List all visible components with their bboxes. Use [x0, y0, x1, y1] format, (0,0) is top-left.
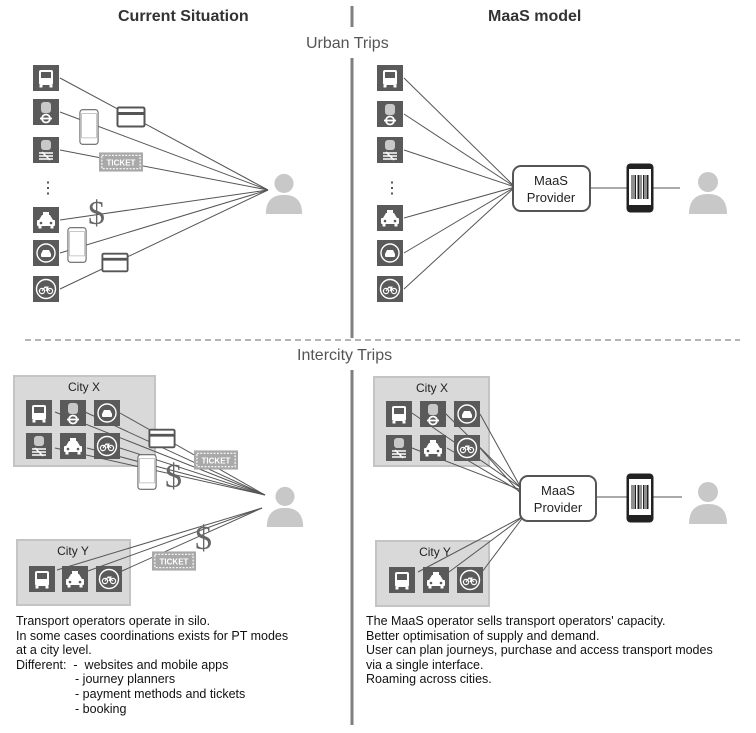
dollar-icon: $ — [195, 520, 212, 557]
svg-text:MaaS: MaaS — [534, 173, 568, 188]
intercity-trips-heading: Intercity Trips — [297, 347, 393, 364]
maas-model-title: MaaS model — [488, 8, 582, 25]
smartphone-icon — [67, 227, 87, 263]
bikeshare-icon — [33, 276, 59, 302]
svg-text:TICKET: TICKET — [107, 159, 136, 168]
rail-icon — [377, 137, 403, 163]
svg-text:TICKET: TICKET — [202, 457, 231, 466]
caption-line: Better optimisation of supply and demand… — [366, 628, 600, 643]
bikeshare-icon — [94, 433, 120, 459]
bikeshare-icon — [457, 567, 483, 593]
bus-icon — [386, 401, 412, 427]
dollar-icon: $ — [88, 195, 105, 232]
metro-icon — [377, 101, 403, 127]
rail-icon — [26, 433, 52, 459]
ellipsis-dots: ⋮ — [40, 180, 56, 197]
city-y-label: City Y — [57, 544, 89, 558]
user-person-icon — [265, 173, 303, 214]
current-situation-title: Current Situation — [118, 8, 249, 25]
city-x-label: City X — [68, 380, 100, 394]
credit-card-icon — [148, 428, 176, 449]
caption-line: - payment methods and tickets — [16, 686, 246, 701]
rail-icon — [33, 137, 59, 163]
caption-line: - booking — [16, 701, 127, 716]
maas-model-description: The MaaS operator sells transport operat… — [366, 614, 713, 687]
mobile-ticket-phone-icon — [626, 163, 654, 213]
bikeshare-icon — [96, 566, 122, 592]
caption-line: - journey planners — [16, 672, 176, 687]
carshare-icon — [94, 400, 120, 426]
urban-trips-heading: Urban Trips — [306, 35, 389, 52]
bus-icon — [389, 567, 415, 593]
caption-line: at a city level. — [16, 643, 92, 658]
bikeshare-icon — [454, 435, 480, 461]
carshare-icon — [33, 240, 59, 266]
bus-icon — [29, 566, 55, 592]
caption-line: Different: - websites and mobile apps — [16, 657, 229, 672]
user-person-icon — [266, 486, 304, 527]
current-situation-description: Transport operators operate in silo. In … — [16, 614, 288, 716]
caption-line: via a single interface. — [366, 657, 484, 672]
svg-text:Provider: Provider — [534, 500, 583, 515]
smartphone-icon — [79, 109, 99, 145]
svg-text:TICKET: TICKET — [160, 558, 189, 567]
maas-provider-box: MaaS Provider — [512, 165, 591, 212]
taxi-icon — [60, 433, 86, 459]
rail-icon — [386, 435, 412, 461]
taxi-icon — [420, 435, 446, 461]
dollar-icon: $ — [165, 458, 182, 495]
bus-icon — [377, 65, 403, 91]
caption-line: The MaaS operator sells transport operat… — [366, 614, 666, 628]
caption-line: User can plan journeys, purchase and acc… — [366, 643, 713, 658]
taxi-icon — [62, 566, 88, 592]
caption-line: In some cases coordinations exists for P… — [16, 628, 289, 643]
ticket-icon: TICKET — [99, 152, 143, 172]
maas-provider-box: MaaS Provider — [519, 475, 597, 522]
credit-card-icon — [116, 106, 146, 128]
user-person-icon — [689, 172, 727, 214]
credit-card-icon — [101, 252, 129, 273]
bus-icon — [26, 400, 52, 426]
taxi-icon — [377, 205, 403, 231]
ellipsis-dots: ⋮ — [384, 180, 400, 197]
bus-icon — [33, 65, 59, 91]
caption-line: Roaming across cities. — [366, 672, 492, 687]
carshare-icon — [377, 240, 403, 266]
city-y-label: City Y — [419, 545, 451, 559]
ticket-icon: TICKET — [194, 450, 238, 470]
svg-text:Provider: Provider — [527, 190, 576, 205]
caption-line: Transport operators operate in silo. — [16, 614, 211, 628]
bikeshare-icon — [377, 276, 403, 302]
metro-icon — [420, 401, 446, 427]
carshare-icon — [454, 401, 480, 427]
ticket-icon: TICKET — [152, 551, 196, 571]
taxi-icon — [33, 207, 59, 233]
mobile-ticket-phone-icon — [626, 473, 654, 523]
metro-icon — [33, 99, 59, 125]
svg-text:MaaS: MaaS — [541, 483, 575, 498]
user-person-icon — [689, 482, 727, 524]
smartphone-icon — [137, 454, 157, 490]
city-x-label: City X — [416, 381, 448, 395]
taxi-icon — [423, 567, 449, 593]
metro-icon — [60, 400, 86, 426]
